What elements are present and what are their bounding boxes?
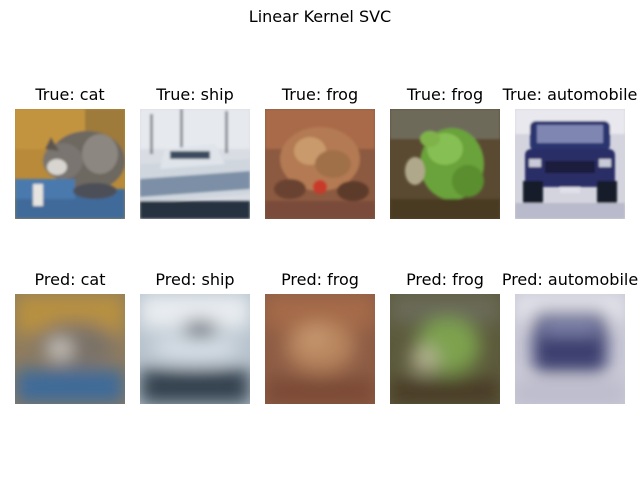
pred-label: Pred: frog (406, 270, 484, 289)
pred-label: Pred: ship (155, 270, 235, 289)
true-label: True: automobile (502, 85, 638, 104)
pred-label: Pred: automobile (501, 270, 639, 289)
frog-image (265, 294, 375, 404)
cat-image (15, 109, 125, 219)
automobile-image (515, 294, 625, 404)
frog-image (265, 109, 375, 219)
true-label: True: ship (156, 85, 234, 104)
ship-image (140, 109, 250, 219)
true-label: True: frog (281, 85, 359, 104)
pred-label: Pred: cat (34, 270, 106, 289)
pred-label: Pred: frog (281, 270, 359, 289)
figure-title: Linear Kernel SVC (248, 7, 392, 26)
true-label: True: frog (406, 85, 484, 104)
automobile-image (515, 109, 625, 219)
frog-image (390, 109, 500, 219)
frog-image (390, 294, 500, 404)
true-label: True: cat (35, 85, 105, 104)
ship-image (140, 294, 250, 404)
cat-image (15, 294, 125, 404)
